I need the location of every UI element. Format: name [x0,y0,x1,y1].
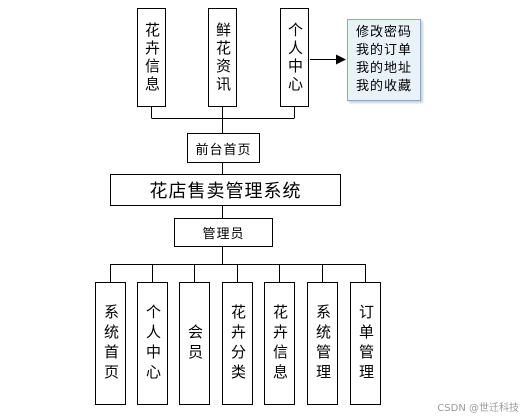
system-title-node: 花店售卖管理系统 [110,174,341,206]
watermark: CSDN @世迁科技 [437,403,519,414]
submenu-item: 修改密码 [355,25,412,40]
admin-node: 管理员 [174,218,273,247]
admin-module-flower-category: 花卉分类 [222,282,253,405]
submenu-item: 我的地址 [355,61,412,76]
admin-module-user-center: 个人中心 [137,282,168,405]
front-home-node: 前台首页 [187,133,260,163]
admin-module-system-home: 系统首页 [95,282,126,405]
front-module-flower-info: 花卉信息 [137,8,166,107]
admin-module-flower-info: 花卉信息 [264,282,295,405]
front-module-user-center: 个人中心 [280,8,309,107]
admin-module-members: 会员 [179,282,210,405]
submenu-item: 我的收藏 [355,79,412,94]
user-center-submenu-note: 修改密码 我的订单 我的地址 我的收藏 [347,19,421,101]
admin-module-order-management: 订单管理 [350,282,381,405]
submenu-item: 我的订单 [355,43,412,58]
arrow-head-icon [336,54,346,65]
front-module-flower-news: 鲜花资讯 [208,8,237,107]
admin-module-system-management: 系统管理 [307,282,338,405]
